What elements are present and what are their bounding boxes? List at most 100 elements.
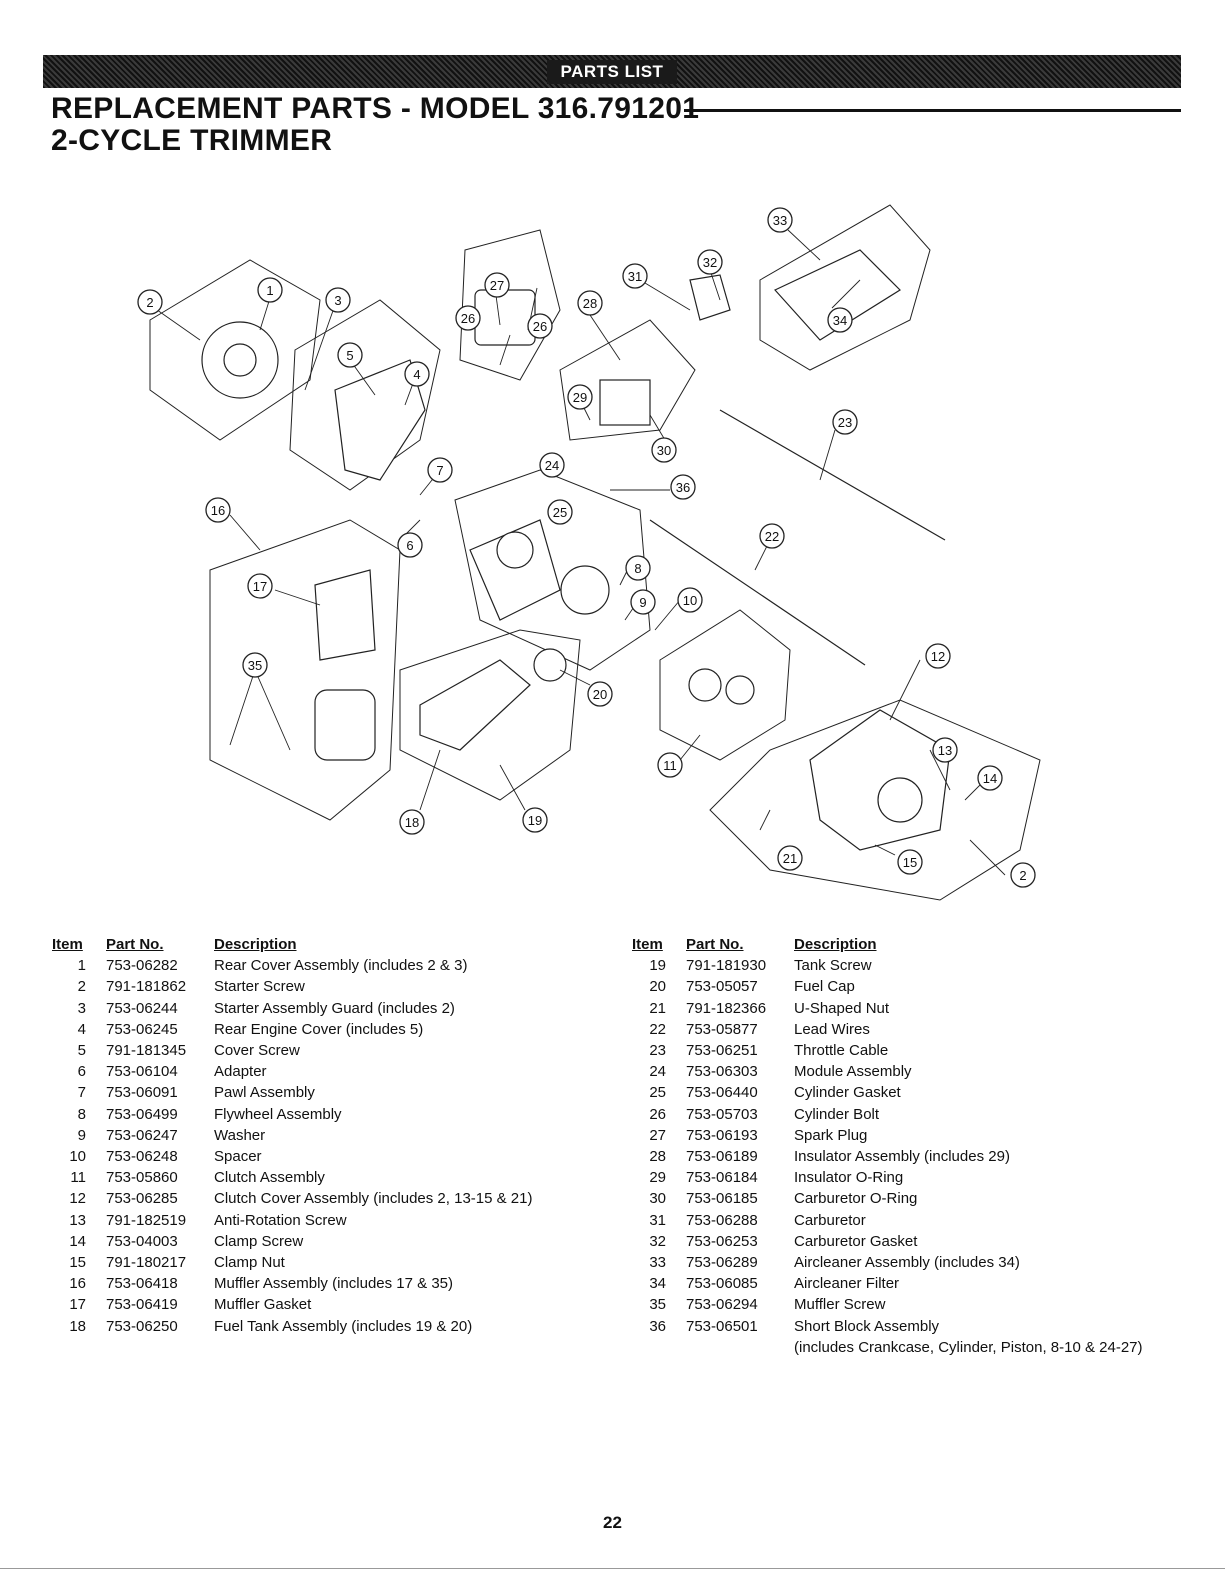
item-number: 30	[649, 1190, 666, 1208]
carburetor-shape	[689, 274, 731, 321]
callout-35: 35	[248, 658, 262, 673]
part-number: 753-06303	[686, 1063, 758, 1081]
part-description: Clamp Nut	[214, 1254, 285, 1272]
lead-wires-line	[649, 519, 866, 666]
cylinder-shape	[474, 289, 536, 346]
part-number: 791-180217	[106, 1254, 187, 1272]
callout-36: 36	[676, 480, 690, 495]
item-number: 4	[77, 1020, 86, 1038]
part-description: Clutch Cover Assembly (includes 2, 13-15…	[214, 1190, 533, 1208]
item-number: 15	[69, 1254, 86, 1272]
callout-30: 30	[657, 443, 671, 458]
part-description: Insulator Assembly (includes 29)	[794, 1148, 1010, 1166]
item-number: 33	[649, 1254, 666, 1272]
callout-20: 20	[593, 687, 607, 702]
muffler-gasket-shape	[314, 569, 376, 661]
group-clutch-cover	[709, 699, 1041, 901]
part-description: Carburetor	[794, 1211, 866, 1229]
table-header: Item Part No. Description	[632, 934, 1192, 955]
part-description: Carburetor Gasket	[794, 1232, 918, 1250]
callout-23: 23	[838, 415, 852, 430]
item-number: 2	[77, 978, 86, 996]
item-number: 14	[69, 1232, 86, 1250]
part-number: 753-06104	[106, 1063, 178, 1081]
item-number: 29	[649, 1169, 666, 1187]
group-short-block	[454, 469, 651, 671]
part-description: Tank Screw	[794, 957, 872, 975]
part-description: Muffler Gasket	[214, 1296, 312, 1314]
part-description: Washer	[214, 1126, 266, 1144]
part-number: 753-06499	[106, 1105, 178, 1123]
part-description: Fuel Cap	[794, 978, 855, 996]
part-number: 753-05877	[686, 1020, 758, 1038]
item-number: 9	[77, 1126, 86, 1144]
muffler-shape	[314, 689, 376, 761]
header-part-no: Part No.	[106, 936, 164, 953]
callout-31: 31	[628, 269, 642, 284]
item-number: 7	[77, 1084, 86, 1102]
part-number: 753-06501	[686, 1317, 758, 1335]
part-number: 753-06251	[686, 1042, 758, 1060]
item-number: 1	[77, 957, 86, 975]
callout-6: 6	[406, 538, 413, 553]
table-row: 12 753-06285 Clutch Cover Assembly (includ…	[52, 1188, 612, 1209]
item-number: 17	[69, 1296, 86, 1314]
table-header: Item Part No. Description	[52, 934, 612, 955]
part-number: 753-06193	[686, 1126, 758, 1144]
callout-19: 19	[528, 813, 542, 828]
part-description: Cylinder Gasket	[794, 1084, 901, 1102]
part-number: 753-05703	[686, 1105, 758, 1123]
callout-33: 33	[773, 213, 787, 228]
callout-7: 7	[436, 463, 443, 478]
part-number: 753-06285	[106, 1190, 178, 1208]
exploded-parts-diagram: 1 2 3 4 5 6 7 8 9 10 11 12 13 14 15 16 1…	[137, 204, 1041, 901]
part-number: 753-06085	[686, 1275, 758, 1293]
item-number: 22	[649, 1020, 666, 1038]
flywheel-shape	[560, 565, 610, 615]
group-aircleaner	[759, 204, 931, 371]
item-number: 32	[649, 1232, 666, 1250]
part-description: Pawl Assembly	[214, 1084, 315, 1102]
header-description: Description	[214, 936, 297, 953]
part-number: 753-06245	[106, 1020, 178, 1038]
part-number: 791-182519	[106, 1211, 187, 1229]
item-number: 12	[69, 1190, 86, 1208]
item-number: 21	[649, 999, 666, 1017]
item-number: 20	[649, 978, 666, 996]
part-description: Insulator O-Ring	[794, 1169, 904, 1187]
item-number: 27	[649, 1126, 666, 1144]
callout-5: 5	[346, 348, 353, 363]
part-description: Aircleaner Filter	[794, 1275, 900, 1293]
callout-2b: 2	[1019, 868, 1026, 883]
clutch-shape	[688, 668, 722, 702]
item-number: 3	[77, 999, 86, 1017]
group-muffler	[209, 519, 401, 821]
header-item: Item	[52, 936, 83, 953]
bottom-rule	[0, 1568, 1225, 1569]
item-number: 5	[77, 1042, 86, 1060]
aircleaner-shape	[774, 249, 901, 341]
throttle-cable-line	[719, 409, 946, 541]
header-description: Description	[794, 936, 877, 953]
part-description: Starter Screw	[214, 978, 305, 996]
part-number: 753-06282	[106, 957, 178, 975]
part-description: Throttle Cable	[794, 1042, 889, 1060]
item-number: 10	[69, 1148, 86, 1166]
callout-34: 34	[833, 313, 847, 328]
part-description: Cover Screw	[214, 1042, 300, 1060]
